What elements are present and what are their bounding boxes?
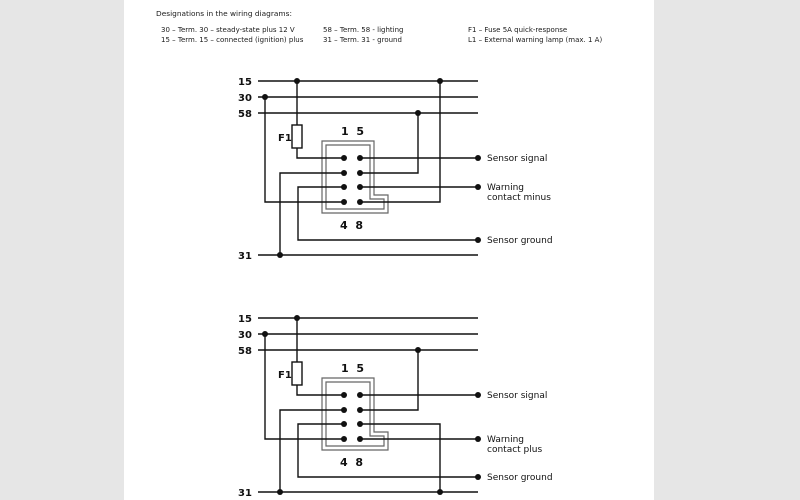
bus-label-31: 31 <box>238 488 252 499</box>
wire-fuse-to-pin1 <box>296 148 344 159</box>
fuse-f1 <box>291 361 303 386</box>
pin-labels-top: 1 5 <box>341 362 364 375</box>
connector-housing-outer <box>321 377 389 451</box>
output-label-sensor-signal: Sensor signal <box>487 154 547 164</box>
legend-item-term15: 15 – Term. 15 – connected (ignition) plu… <box>161 36 304 44</box>
legend-item-fuse: F1 – Fuse 5A quick-response <box>468 26 568 34</box>
output-label-contact-plus: contact plus <box>487 445 542 455</box>
bus-label-58: 58 <box>238 109 252 120</box>
fuse-f1 <box>291 124 303 149</box>
wire-fuse-to-pin1 <box>296 385 344 396</box>
junction-dot <box>262 94 268 100</box>
junction-dot <box>262 331 268 337</box>
legend-item-term30: 30 – Term. 30 – steady-state plus 12 V <box>161 26 295 34</box>
wire-pin-to-30 <box>264 97 344 203</box>
pin-labels-bottom: 4 8 <box>340 219 363 232</box>
wire-pin-to-30 <box>264 334 344 440</box>
connector-pin <box>341 436 347 442</box>
bus-label-31: 31 <box>238 251 252 262</box>
pin-labels-top: 1 5 <box>341 125 364 138</box>
connector-pin <box>341 421 347 427</box>
connector-pin <box>357 170 363 176</box>
connector-pin <box>341 155 347 161</box>
terminal-dot <box>475 436 481 442</box>
terminal-dot <box>475 184 481 190</box>
connector-pin <box>341 199 347 205</box>
bus-label-30: 30 <box>238 330 252 341</box>
connector-pin <box>357 155 363 161</box>
terminal-dot <box>475 474 481 480</box>
connector-pin <box>357 392 363 398</box>
connector-pin <box>357 436 363 442</box>
wire-pin-to-58 <box>360 350 419 411</box>
legend-item-lamp: L1 – External warning lamp (max. 1 A) <box>468 36 603 44</box>
legend-title: Designations in the wiring diagrams: <box>156 9 292 18</box>
pin-labels-bottom: 4 8 <box>340 456 363 469</box>
wire-pin-to-31 <box>360 423 441 492</box>
output-label-sensor-signal: Sensor signal <box>487 391 547 401</box>
wiring-diagram-1: 15 30 58 31 F1 1 5 4 <box>238 77 553 262</box>
junction-dot <box>277 489 283 495</box>
junction-dot <box>294 78 300 84</box>
bus-label-15: 15 <box>238 314 252 325</box>
wire-pin-to-15 <box>360 81 441 203</box>
wire-sensor-ground <box>297 186 478 241</box>
junction-dot <box>437 489 443 495</box>
connector-housing-outer <box>321 140 389 214</box>
wire-sensor-ground <box>297 423 478 478</box>
fuse-label: F1 <box>278 133 292 144</box>
connector-pin <box>357 199 363 205</box>
junction-dot <box>294 315 300 321</box>
bus-label-30: 30 <box>238 93 252 104</box>
connector-pin <box>357 184 363 190</box>
terminal-dot <box>475 237 481 243</box>
output-label-warning: Warning <box>487 183 524 193</box>
output-label-sensor-ground: Sensor ground <box>487 236 553 246</box>
terminal-dot <box>475 155 481 161</box>
terminal-dot <box>475 392 481 398</box>
output-label-warning: Warning <box>487 435 524 445</box>
legend-item-term58: 58 – Term. 58 - lighting <box>323 26 404 34</box>
connector-housing-inner <box>325 381 385 447</box>
bus-label-58: 58 <box>238 346 252 357</box>
junction-dot <box>437 78 443 84</box>
connector-housing-inner <box>325 144 385 210</box>
connector-pin <box>357 421 363 427</box>
junction-dot <box>415 347 421 353</box>
legend-item-term31: 31 – Term. 31 - ground <box>323 36 402 44</box>
output-label-sensor-ground: Sensor ground <box>487 473 553 483</box>
junction-dot <box>415 110 421 116</box>
output-label-contact-minus: contact minus <box>487 193 551 203</box>
document-page: Designations in the wiring diagrams: 30 … <box>124 0 654 500</box>
connector-pin <box>357 407 363 413</box>
connector-pin <box>341 170 347 176</box>
wiring-diagram-2: 15 30 58 31 F1 1 5 4 8 <box>238 314 553 499</box>
bus-label-15: 15 <box>238 77 252 88</box>
wire-pin-to-58 <box>360 113 419 174</box>
connector-pin <box>341 184 347 190</box>
junction-dot <box>277 252 283 258</box>
wire-pin-to-ground <box>279 172 344 255</box>
connector-pin <box>341 407 347 413</box>
fuse-label: F1 <box>278 370 292 381</box>
connector-pin <box>341 392 347 398</box>
wire-pin-to-ground <box>279 409 344 492</box>
